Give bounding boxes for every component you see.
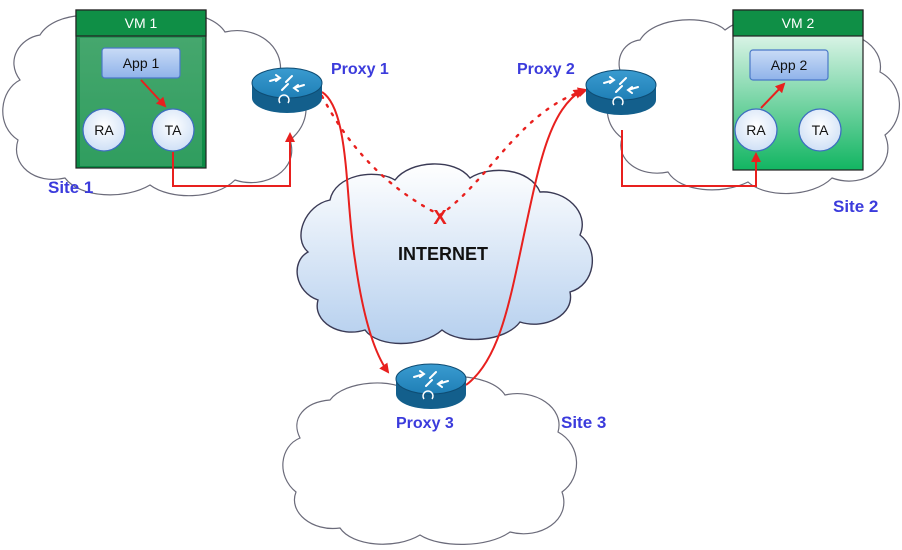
- vm2: VM 2 App 2 RA TA: [732, 9, 864, 171]
- vm2-ra-label: RA: [746, 122, 766, 138]
- link-direct-dotted-right: [438, 87, 588, 217]
- vm2-ta-circle: [798, 108, 842, 152]
- vm1-app-box: [101, 47, 181, 79]
- proxy3-label: Proxy 3: [396, 415, 454, 432]
- link-proxy3-to-proxy2: [465, 88, 584, 386]
- failure-x-icon: X: [433, 207, 447, 229]
- vm2-title: VM 2: [782, 15, 815, 31]
- link-proxy2-to-ra2: [621, 130, 761, 187]
- vm2-ta-label: TA: [812, 122, 830, 138]
- proxy2-router-icon: [585, 69, 657, 115]
- site2-label: Site 2: [833, 197, 878, 216]
- vm2-app-label: App 2: [771, 57, 808, 73]
- vm1-title: VM 1: [125, 15, 158, 31]
- vm2-app-box: [749, 49, 829, 81]
- link-ta1-to-proxy1: [172, 132, 295, 187]
- proxy1-router-icon: [251, 67, 323, 113]
- link-direct-dotted-left: [320, 94, 442, 217]
- site1-label: Site 1: [48, 178, 93, 197]
- vm1-ta-label: TA: [165, 122, 183, 138]
- link-ra2-to-app2: [760, 82, 786, 109]
- vm1-ra-circle: [82, 108, 126, 152]
- link-app1-to-ta: [140, 79, 167, 108]
- internet-label: INTERNET: [398, 244, 488, 264]
- internet-cloud: [296, 163, 594, 345]
- proxy3-router-icon: [395, 363, 467, 409]
- vm1-ra-label: RA: [94, 122, 114, 138]
- proxy2-label: Proxy 2: [517, 61, 575, 78]
- vm1: VM 1 App 1 RA TA: [75, 9, 207, 169]
- vm2-ra-circle: [734, 108, 778, 152]
- vm1-ta-circle: [151, 108, 195, 152]
- link-proxy1-to-proxy3: [321, 91, 390, 374]
- vm1-app-label: App 1: [123, 55, 160, 71]
- proxy1-label: Proxy 1: [331, 61, 389, 78]
- site3-label: Site 3: [561, 413, 606, 432]
